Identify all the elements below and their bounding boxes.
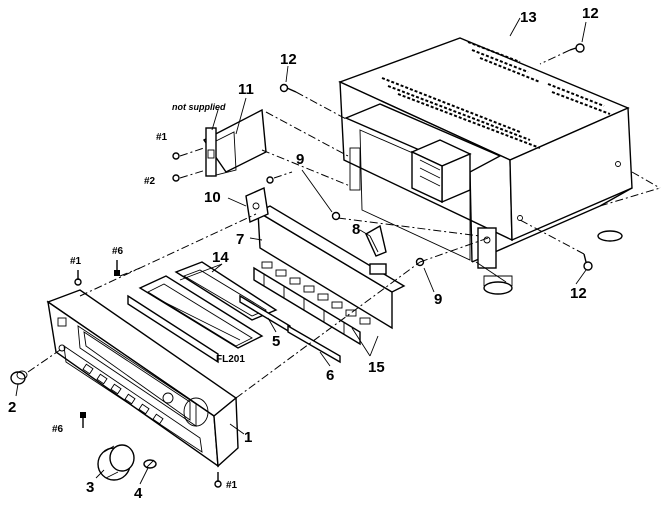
callout-15: 15 [368, 359, 385, 376]
leader-lines [15, 17, 587, 485]
callout-14: 14 [212, 249, 229, 266]
screw-label-6-top: #6 [112, 246, 124, 257]
screw-label-2: #2 [144, 176, 156, 187]
callout-12-bottom-right: 12 [570, 285, 587, 302]
fl201-tube [127, 294, 219, 364]
callout-12-top-left: 12 [280, 51, 297, 68]
callout-7: 7 [236, 231, 244, 248]
button-part [143, 459, 157, 469]
callout-12-top-right: 12 [582, 5, 599, 22]
callout-4: 4 [134, 485, 143, 502]
screw-label-1-top: #1 [156, 132, 168, 143]
pcb-11 [202, 108, 267, 177]
callout-11: 11 [238, 81, 254, 98]
screw-label-1-left: #1 [70, 256, 82, 267]
flat-cable-8 [365, 224, 387, 257]
fl201-label: FL201 [216, 354, 245, 365]
small-knob [10, 349, 61, 385]
callout-9-top: 9 [296, 151, 304, 168]
bracket-10 [245, 186, 269, 224]
chassis-frame [344, 103, 633, 295]
sheet-6 [287, 324, 341, 364]
callout-13: 13 [520, 9, 537, 26]
callout-3: 3 [86, 479, 94, 496]
front-pcb [256, 205, 406, 330]
assembly-lines [79, 49, 661, 399]
not-supplied-note: not supplied [172, 102, 226, 112]
front-panel [46, 289, 239, 468]
callout-6: 6 [326, 367, 334, 384]
callout-2: 2 [8, 399, 16, 416]
screw-label-1-bottom: #1 [226, 480, 238, 491]
screw-labels: #1 #2 #1 #6 #6 #1 [52, 132, 238, 491]
switch-strip-15 [253, 266, 361, 346]
cabinet-cover [338, 37, 633, 242]
callout-8: 8 [352, 221, 360, 238]
callout-labels: 13 12 12 12 11 9 9 10 7 8 14 5 6 15 1 2 … [8, 5, 599, 502]
screws [74, 43, 593, 488]
callout-9-right: 9 [434, 291, 442, 308]
callout-1: 1 [244, 429, 252, 446]
callout-5: 5 [272, 333, 280, 350]
screw-label-6-bottom: #6 [52, 424, 64, 435]
volume-knob [97, 444, 135, 481]
callout-10: 10 [204, 189, 221, 206]
